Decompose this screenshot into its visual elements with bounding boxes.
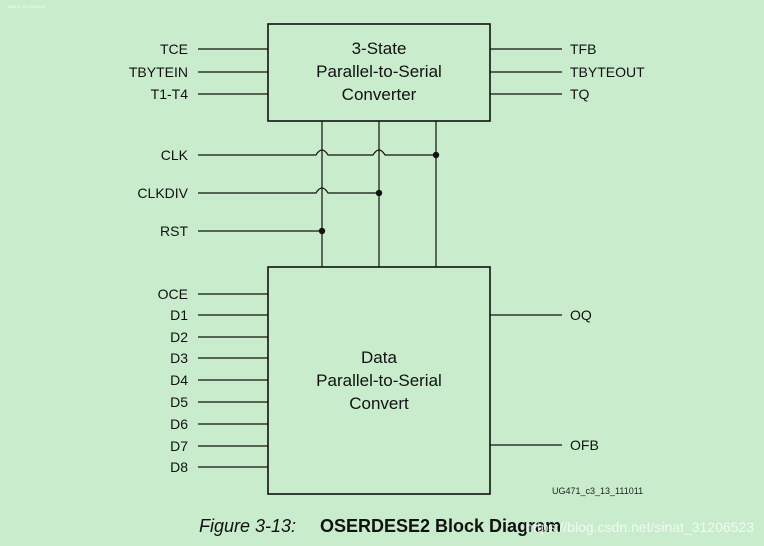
header-tiny-text: UG471 c3 13 111011 [8,4,46,9]
pin-d3: D3 [170,350,188,366]
caption-title: OSERDESE2 Block Diagram [320,516,561,536]
caption-figure-number: Figure 3-13: [199,516,296,536]
bottom-block-title-line-2: Parallel-to-Serial [316,371,442,390]
bottom-block-title-line-3: Convert [349,394,409,413]
pin-d4: D4 [170,372,188,388]
rst-junction-dot [318,227,326,235]
pin-t1-t4: T1-T4 [151,86,189,102]
clkdiv-wire [198,187,379,194]
pin-d5: D5 [170,394,188,410]
top-block-title-line-3: Converter [342,85,417,104]
pin-rst: RST [160,223,188,239]
pin-tce: TCE [160,41,188,57]
clk-junction-dot [432,151,440,159]
pin-d1: D1 [170,307,188,323]
pin-clk: CLK [161,147,189,163]
pin-tbyteout: TBYTEOUT [570,64,645,80]
reference-id: UG471_c3_13_111011 [552,486,643,496]
top-block-title-line-2: Parallel-to-Serial [316,62,442,81]
watermark-text: https://blog.csdn.net/sinat_31206523 [525,519,754,535]
pin-d8: D8 [170,459,188,475]
pin-oq: OQ [570,307,592,323]
top-block-title-line-1: 3-State [352,39,407,58]
pin-ofb: OFB [570,437,599,453]
pin-d2: D2 [170,329,188,345]
clk-wire [198,149,436,156]
pin-tq: TQ [570,86,590,102]
pin-oce: OCE [158,286,188,302]
pin-d7: D7 [170,438,188,454]
pin-tbytein: TBYTEIN [129,64,188,80]
clkdiv-junction-dot [375,189,383,197]
pin-d6: D6 [170,416,188,432]
pin-tfb: TFB [570,41,596,57]
bottom-block-title-line-1: Data [361,348,397,367]
pin-clkdiv: CLKDIV [137,185,188,201]
